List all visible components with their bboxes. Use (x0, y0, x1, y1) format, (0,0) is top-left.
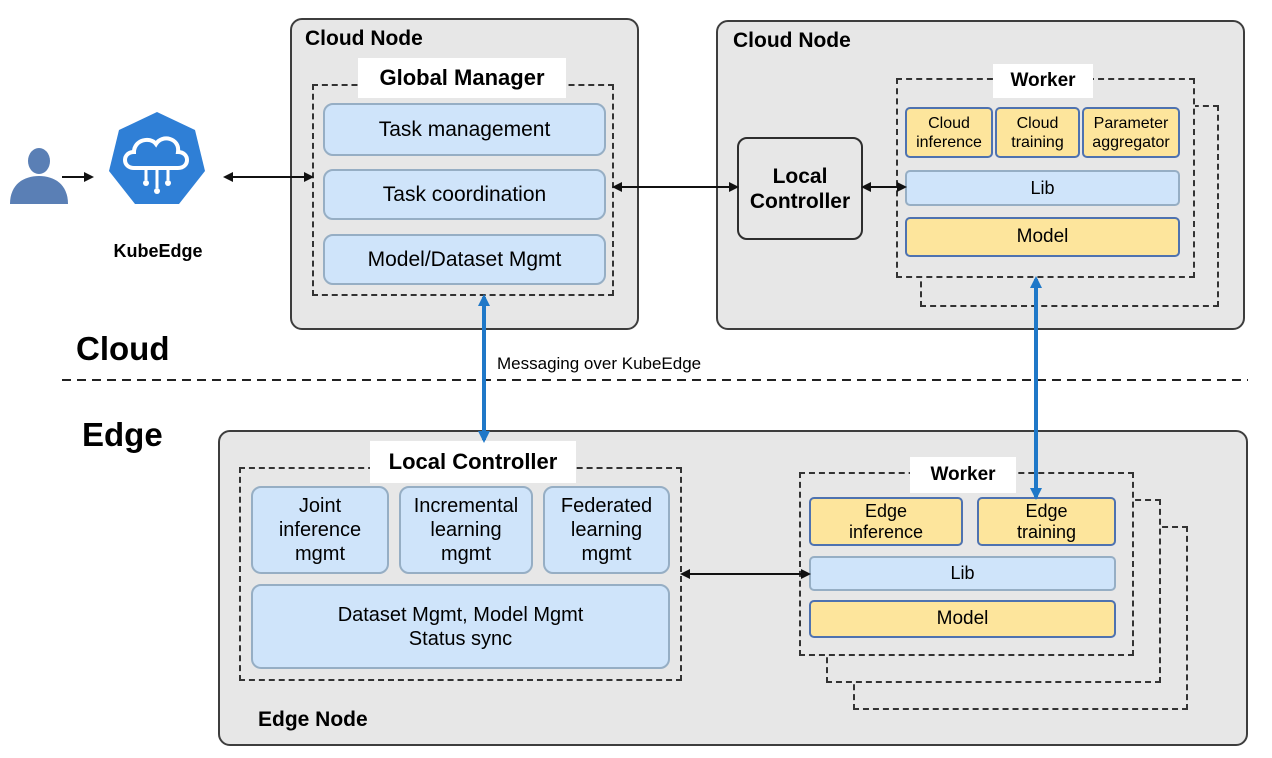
cloud-inference-box: Cloud inference (905, 107, 993, 158)
global-manager-title: Global Manager (358, 58, 566, 98)
federated-learning-mgmt-box: Federated learning mgmt (543, 486, 670, 574)
parameter-aggregator-box: Parameter aggregator (1082, 107, 1180, 158)
edge-inference-box: Edge inference (809, 497, 963, 546)
user-icon (10, 148, 68, 204)
cloud-local-controller: Local Controller (737, 137, 863, 240)
edge-node-title: Edge Node (258, 708, 368, 731)
task-coordination-box: Task coordination (323, 169, 606, 220)
kubeedge-logo-icon (109, 112, 205, 204)
edge-worker-title: Worker (910, 457, 1016, 493)
edge-local-controller-title: Local Controller (370, 441, 576, 483)
edge-model-box: Model (809, 600, 1116, 638)
edge-region-label: Edge (82, 416, 163, 453)
cloud-node-right-title: Cloud Node (733, 29, 851, 52)
edge-training-box: Edge training (977, 497, 1116, 546)
cloud-node-left-title: Cloud Node (305, 27, 423, 50)
dataset-model-mgmt-box: Dataset Mgmt, Model Mgmt Status sync (251, 584, 670, 669)
model-dataset-mgmt-box: Model/Dataset Mgmt (323, 234, 606, 285)
cloud-model-box: Model (905, 217, 1180, 257)
joint-inference-mgmt-box: Joint inference mgmt (251, 486, 389, 574)
cloud-lib-box: Lib (905, 170, 1180, 206)
task-management-box: Task management (323, 103, 606, 156)
cloud-worker-title: Worker (993, 64, 1093, 98)
edge-lib-box: Lib (809, 556, 1116, 591)
messaging-label: Messaging over KubeEdge (497, 354, 702, 373)
kubeedge-label: KubeEdge (113, 241, 203, 261)
cloud-training-box: Cloud training (995, 107, 1080, 158)
cloud-region-label: Cloud (76, 330, 170, 367)
incremental-learning-mgmt-box: Incremental learning mgmt (399, 486, 533, 574)
